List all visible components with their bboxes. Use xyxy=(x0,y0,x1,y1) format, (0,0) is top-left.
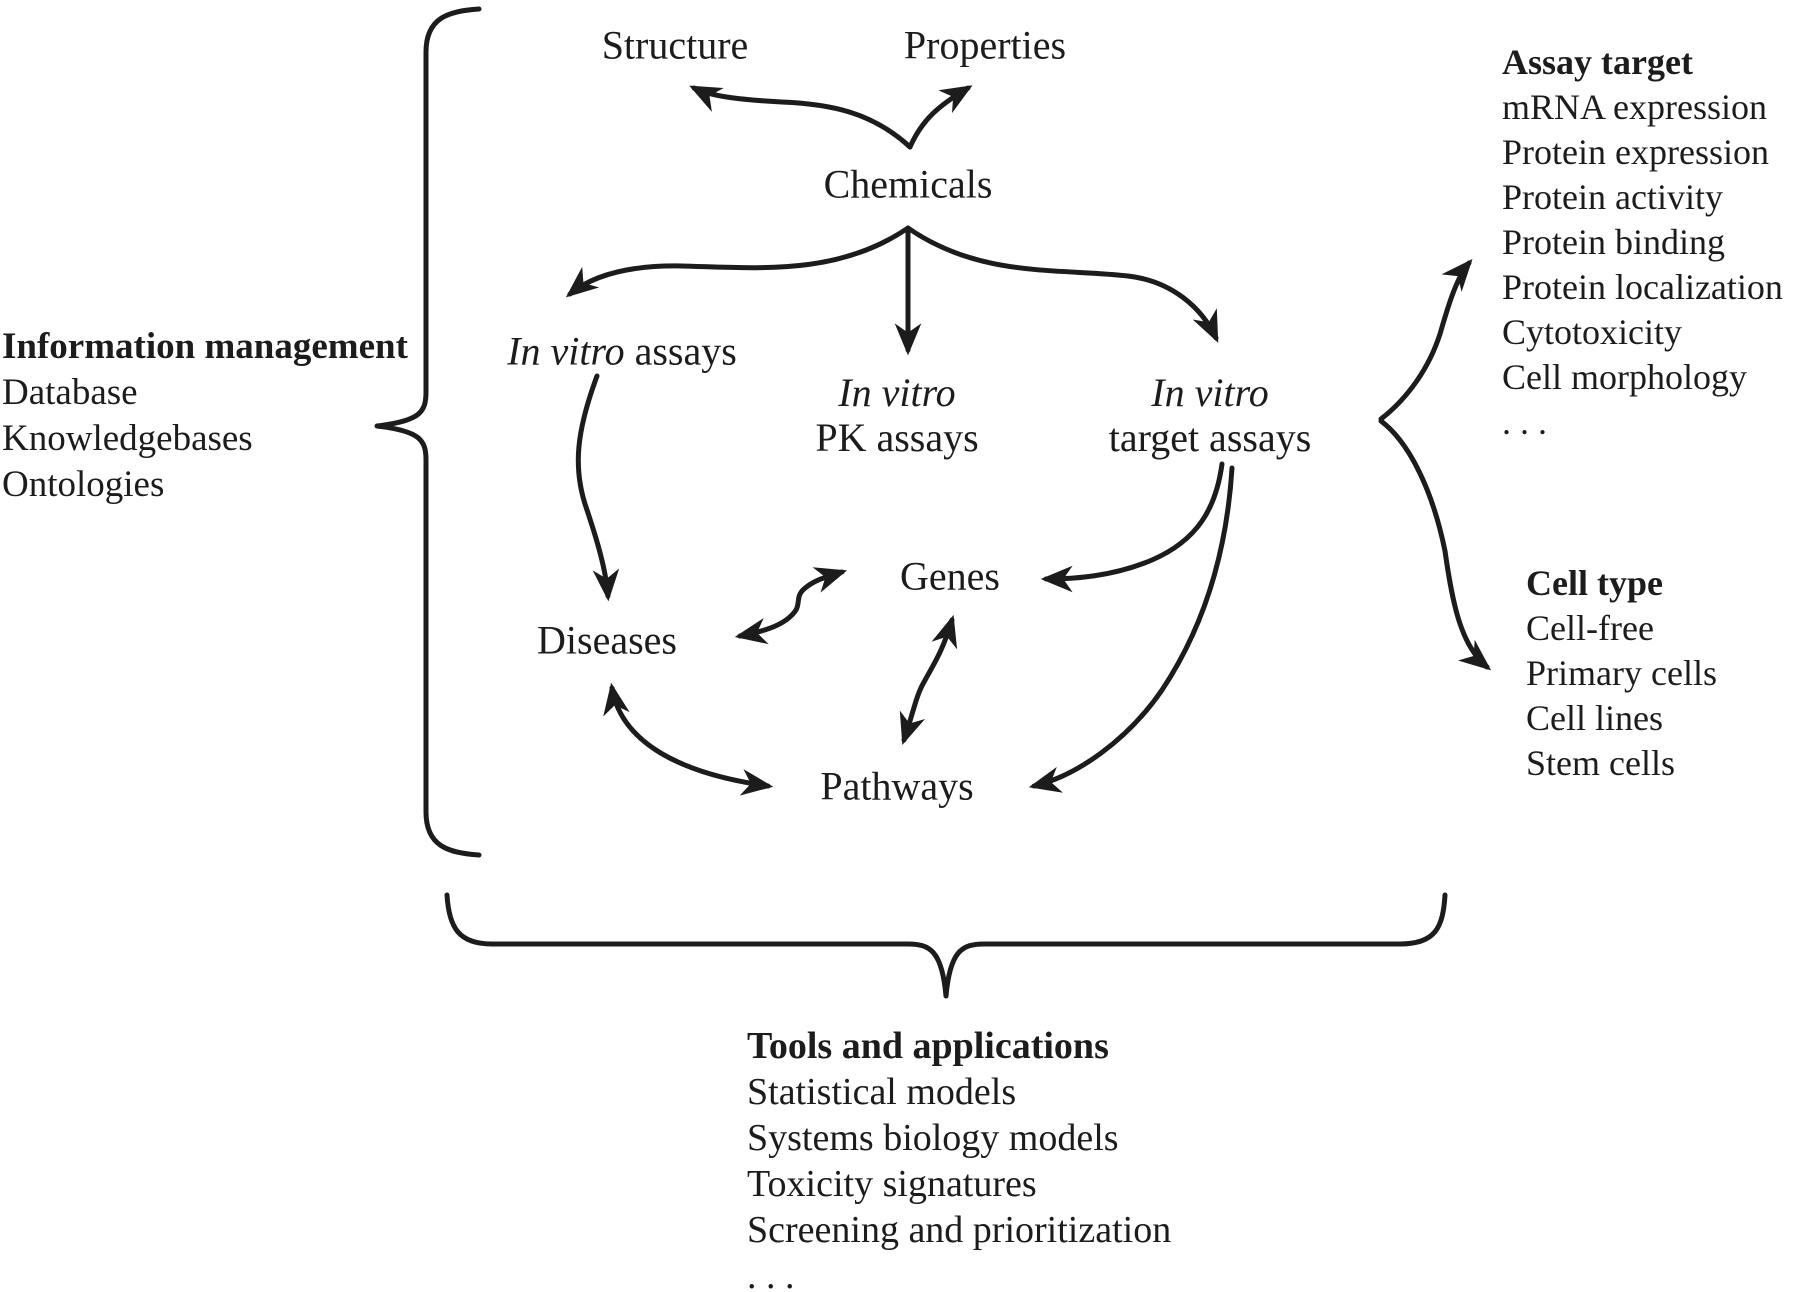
node-diseases-label: Diseases xyxy=(537,617,677,663)
arrow-chemicals-to-properties xyxy=(907,85,973,150)
assay-target-title: Assay target xyxy=(1502,42,1693,82)
tools-brace xyxy=(444,892,1448,999)
assay-target-item: Protein expression xyxy=(1502,132,1769,172)
information-management-block: Information management Database Knowledg… xyxy=(2,324,408,508)
cell-type-item: Stem cells xyxy=(1526,743,1675,783)
node-pathways-label: Pathways xyxy=(820,763,974,809)
node-in-vitro-assays-italic: In vitro xyxy=(507,328,625,374)
node-in-vitro-pk-line2: PK assays xyxy=(815,415,979,460)
node-genes: Genes xyxy=(900,554,1000,599)
arrow-to-assay-target-list xyxy=(1378,258,1473,422)
node-properties: Properties xyxy=(904,23,1066,68)
tools-and-applications-item: Toxicity signatures xyxy=(747,1163,1037,1205)
node-in-vitro-assays: In vitro assays xyxy=(507,329,737,374)
node-in-vitro-target-line2: target assays xyxy=(1108,415,1312,460)
tools-and-applications-item: Screening and prioritization xyxy=(747,1209,1172,1251)
assay-target-block: Assay target mRNA expression Protein exp… xyxy=(1502,40,1783,445)
tools-and-applications-item: Statistical models xyxy=(747,1071,1017,1113)
assay-target-item: Cytotoxicity xyxy=(1502,312,1682,352)
cell-type-title: Cell type xyxy=(1526,563,1663,603)
node-in-vitro-target-line1: In vitro xyxy=(1151,370,1269,415)
cell-type-item: Cell lines xyxy=(1526,698,1663,738)
node-chemicals: Chemicals xyxy=(824,162,993,207)
information-management-title: Information management xyxy=(2,326,408,367)
cell-type-item: Cell-free xyxy=(1526,608,1654,648)
assay-target-item: mRNA expression xyxy=(1502,87,1767,127)
tools-and-applications-item: Systems biology models xyxy=(747,1117,1119,1159)
cell-type-block: Cell type Cell-free Primary cells Cell l… xyxy=(1526,561,1717,786)
assay-target-item: Cell morphology xyxy=(1502,357,1747,397)
assay-target-item: Protein localization xyxy=(1502,267,1783,307)
arrow-diseases-pathways xyxy=(603,682,774,796)
information-management-item: Knowledgebases xyxy=(2,418,253,459)
information-management-brace xyxy=(374,6,482,858)
node-in-vitro-pk-assays: In vitro PK assays xyxy=(815,370,978,460)
arrow-chemicals-to-target-assays xyxy=(905,225,1219,343)
arrow-diseases-genes xyxy=(734,567,848,645)
cell-type-item: Primary cells xyxy=(1526,653,1717,693)
node-in-vitro-target-assays: In vitro target assays xyxy=(1109,370,1312,460)
information-management-item: Database xyxy=(2,372,138,413)
tools-and-applications-ellipsis: . . . xyxy=(747,1255,795,1292)
assay-target-item: Protein activity xyxy=(1502,177,1723,217)
node-diseases: Diseases xyxy=(537,618,677,663)
tools-and-applications-title: Tools and applications xyxy=(747,1025,1109,1067)
arrow-target-assays-to-genes xyxy=(1040,461,1225,593)
node-pathways: Pathways xyxy=(820,764,973,809)
arrow-chemicals-to-structure xyxy=(689,85,913,150)
node-properties-label: Properties xyxy=(903,22,1067,68)
assay-target-ellipsis: . . . xyxy=(1502,402,1547,442)
node-structure: Structure xyxy=(602,23,749,68)
information-management-item: Ontologies xyxy=(2,464,165,505)
node-in-vitro-pk-line1: In vitro xyxy=(838,370,956,415)
arrow-target-assays-to-pathways xyxy=(1028,465,1235,793)
arrow-genes-pathways xyxy=(899,614,958,746)
assay-target-item: Protein binding xyxy=(1502,222,1725,262)
arrow-chemicals-to-invitro-assays xyxy=(565,225,911,298)
node-in-vitro-assays-rest: assays xyxy=(624,328,737,374)
node-genes-label: Genes xyxy=(900,553,1000,599)
node-structure-label: Structure xyxy=(601,22,749,68)
arrow-assays-to-diseases xyxy=(575,373,620,602)
node-chemicals-label: Chemicals xyxy=(823,161,993,207)
arrow-to-cell-type-list xyxy=(1378,418,1492,671)
tools-and-applications-block: Tools and applications Statistical model… xyxy=(747,1023,1171,1292)
